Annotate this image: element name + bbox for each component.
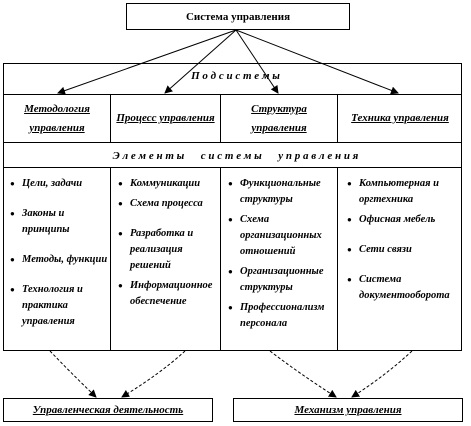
separator-headers [3, 142, 462, 143]
management-mechanism-label: Механизм управления [294, 404, 402, 416]
elements-list-technique: Компьютерная и оргтехника Офисная мебель… [347, 176, 457, 304]
list-item: Компьютерная и оргтехника [347, 176, 457, 208]
header-divider-3 [337, 94, 338, 142]
elements-label: Э л е м е н т ы с и с т е м ы у п р а в … [112, 150, 359, 162]
list-item: Офисная мебель [347, 212, 457, 228]
arrow-col2-to-activity [121, 350, 186, 398]
management-activity-label: Управленческая деятельность [32, 404, 184, 416]
list-item: Цели, задачи [10, 176, 108, 192]
management-activity-box: Управленческая деятельность [3, 398, 213, 422]
arrow-col4-to-mechanism [351, 350, 413, 398]
column-header-methodology: Методология управления [24, 102, 90, 134]
column-header-technique: Техника управления [351, 112, 449, 124]
header-divider-1 [110, 94, 111, 142]
system-title: Система управления [185, 10, 291, 23]
separator-subsystems [3, 94, 462, 95]
column-header-structure: Структура управления [251, 102, 307, 134]
list-item: Разработка и реализация решений [118, 226, 216, 274]
header-divider-2 [220, 94, 221, 142]
elements-list-methodology: Цели, задачи Законы и принципы Методы, ф… [10, 176, 108, 330]
list-item: Методы, функции [10, 252, 108, 268]
subsystems-label: П о д с и с т е м ы [191, 70, 280, 82]
elements-list-structure: Функциональные структуры Схема организац… [228, 176, 334, 332]
management-mechanism-box: Механизм управления [233, 398, 463, 422]
list-item: Организационные структуры [228, 264, 334, 296]
list-item: Информационное обеспечение [118, 278, 216, 310]
list-item: Схема организационных отношений [228, 212, 334, 260]
list-item: Коммуникации [118, 176, 216, 192]
system-title-box: Система управления [126, 3, 350, 30]
list-item: Технология и практика управления [10, 282, 108, 330]
separator-elements [3, 167, 462, 168]
elements-divider-1 [110, 167, 111, 351]
list-item: Схема процесса [118, 196, 216, 212]
elements-list-process: Коммуникации Схема процесса Разработка и… [118, 176, 216, 310]
elements-divider-3 [337, 167, 338, 351]
column-header-process: Процесс управления [116, 112, 215, 124]
arrow-col1-to-activity [49, 350, 97, 398]
list-item: Сети связи [347, 242, 457, 258]
list-item: Функциональные структуры [228, 176, 334, 208]
arrow-col3-to-mechanism [269, 350, 337, 398]
list-item: Система документооборота [347, 272, 457, 304]
elements-divider-2 [220, 167, 221, 351]
list-item: Профессионализм персонала [228, 300, 334, 332]
list-item: Законы и принципы [10, 206, 108, 238]
